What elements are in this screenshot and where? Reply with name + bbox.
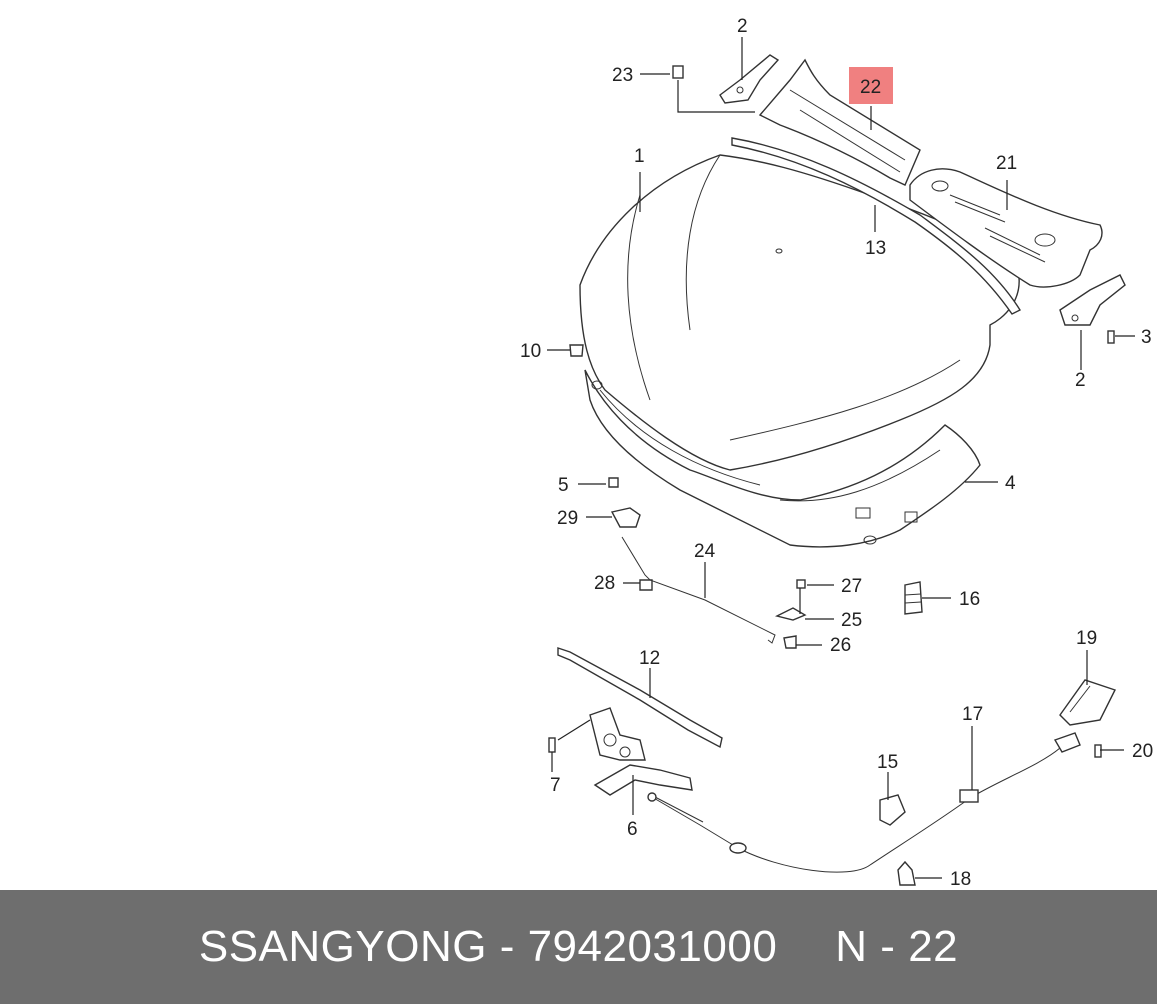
callout-10: 10 bbox=[520, 341, 541, 362]
callout-19: 19 bbox=[1076, 628, 1097, 649]
callout-3: 3 bbox=[1141, 327, 1152, 348]
hood-part bbox=[579, 154, 1020, 471]
callout-7: 7 bbox=[550, 775, 561, 796]
callout-13: 13 bbox=[865, 238, 886, 259]
callout-22: 22 bbox=[860, 77, 881, 98]
callout-18: 18 bbox=[950, 869, 971, 890]
footer-brand: SSANGYONG bbox=[198, 922, 487, 971]
hinge-left-part bbox=[719, 54, 780, 104]
bumper-stop-part bbox=[904, 581, 923, 615]
weatherstrip-part bbox=[731, 137, 1022, 315]
clip-part bbox=[897, 860, 916, 886]
callout-6: 6 bbox=[627, 819, 638, 840]
callout-2-bottom: 2 bbox=[1075, 370, 1086, 391]
callout-24: 24 bbox=[694, 541, 716, 562]
callout-27: 27 bbox=[841, 576, 862, 597]
reinforcement-bracket-part bbox=[557, 647, 723, 749]
footer-separator: - bbox=[486, 922, 528, 971]
release-cable-part bbox=[647, 732, 1081, 873]
hood-latch-part bbox=[589, 707, 693, 796]
callout-12: 12 bbox=[639, 648, 660, 669]
callout-16: 16 bbox=[959, 589, 980, 610]
hood-insulator-part bbox=[584, 369, 981, 548]
footer-ref-prefix: N - bbox=[835, 922, 909, 971]
footer-part-number: 7942031000 bbox=[527, 922, 778, 971]
callout-5: 5 bbox=[558, 475, 569, 496]
callout-28: 28 bbox=[594, 573, 615, 594]
highlight-box bbox=[849, 67, 893, 104]
hinge-right-part bbox=[1059, 274, 1126, 326]
fastener-parts bbox=[548, 65, 1115, 758]
callout-1: 1 bbox=[634, 146, 645, 167]
callout-23: 23 bbox=[612, 65, 633, 86]
release-handle-part bbox=[1059, 679, 1116, 726]
callout-4: 4 bbox=[1005, 473, 1016, 494]
cowl-top-cover-part bbox=[909, 168, 1103, 288]
grommet-part bbox=[879, 794, 906, 826]
callout-17: 17 bbox=[962, 704, 983, 725]
parts-diagram: 2 23 22 1 21 13 3 10 2 4 5 29 24 28 27 1… bbox=[520, 16, 1153, 890]
callout-29: 29 bbox=[557, 508, 578, 529]
callout-21: 21 bbox=[996, 153, 1017, 174]
hood-stay-rod-part bbox=[621, 536, 776, 644]
callout-26: 26 bbox=[830, 635, 851, 656]
footer-ref-number: 22 bbox=[908, 922, 959, 971]
callout-20: 20 bbox=[1132, 741, 1153, 762]
footer-bar: SSANGYONG - 7942031000 N - 22 bbox=[0, 890, 1157, 1004]
callout-2-top: 2 bbox=[737, 16, 748, 37]
callout-15: 15 bbox=[877, 752, 898, 773]
callout-25: 25 bbox=[841, 610, 862, 631]
leader-lines bbox=[547, 37, 1135, 879]
cowl-cover-part bbox=[758, 58, 921, 186]
